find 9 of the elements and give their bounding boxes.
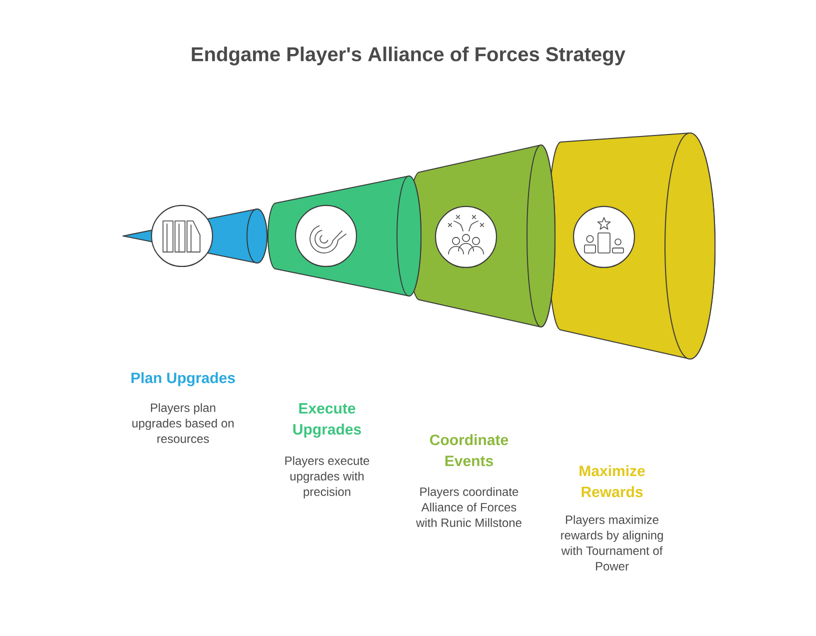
step-description: Players execute upgrades with precision bbox=[285, 456, 370, 498]
title: Endgame Player's Alliance of Forces Strategy bbox=[192, 46, 626, 66]
step-heading: Plan Upgrades bbox=[132, 372, 235, 386]
step-heading: Coordinate Events bbox=[430, 434, 508, 466]
step-description: Players coordinate Alliance of Forces with Runic Millstone bbox=[416, 487, 522, 527]
step-heading: Execute Upgrades bbox=[293, 403, 361, 438]
step-heading: Maximize Rewards bbox=[580, 465, 645, 498]
step-description: Players maximize rewards by aligning with Tournament of Power bbox=[561, 515, 663, 570]
step-description: Players plan upgrades based on resources bbox=[132, 403, 234, 443]
